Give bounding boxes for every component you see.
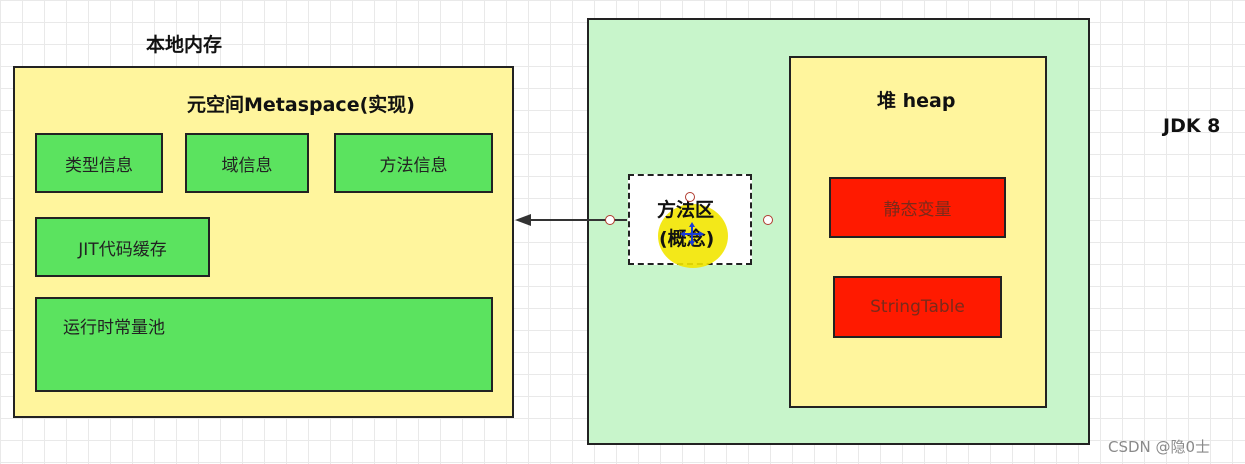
static-variables-box[interactable]: 静态变量	[829, 177, 1006, 238]
runtime-constant-pool-box[interactable]: 运行时常量池	[35, 297, 493, 392]
move-cursor-icon	[680, 222, 704, 246]
connection-handle-left[interactable]	[605, 215, 615, 225]
static-variables-label: 静态变量	[883, 200, 952, 220]
field-info-label: 域信息	[221, 155, 273, 176]
connection-handle-top[interactable]	[685, 192, 695, 202]
jdk-version-label: JDK 8	[1163, 115, 1221, 137]
method-info-box[interactable]: 方法信息	[334, 133, 493, 193]
string-table-box[interactable]: StringTable	[833, 276, 1002, 338]
jit-code-cache-label: JIT代码缓存	[78, 239, 167, 260]
type-info-box[interactable]: 类型信息	[35, 133, 163, 193]
jit-code-cache-box[interactable]: JIT代码缓存	[35, 217, 210, 277]
type-info-label: 类型信息	[65, 155, 133, 176]
heap-title: 堆 heap	[877, 90, 956, 112]
csdn-watermark: CSDN @隐0士	[1108, 438, 1211, 456]
metaspace-title: 元空间Metaspace(实现)	[187, 94, 415, 116]
field-info-box[interactable]: 域信息	[185, 133, 309, 193]
method-area-title: 方法区	[657, 199, 715, 221]
native-memory-label: 本地内存	[146, 34, 223, 56]
string-table-label: StringTable	[870, 297, 965, 317]
method-info-label: 方法信息	[379, 155, 448, 176]
runtime-constant-pool-label: 运行时常量池	[63, 318, 165, 338]
connection-handle-right[interactable]	[763, 215, 773, 225]
